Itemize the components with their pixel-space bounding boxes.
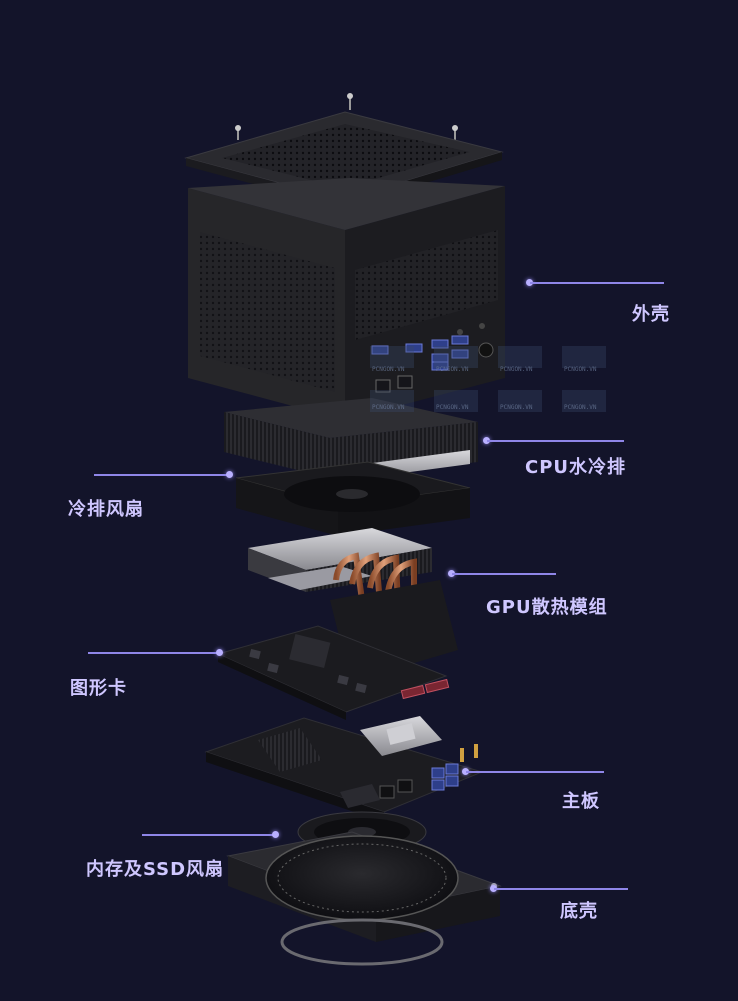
callout-dot-memory-ssd-fan (272, 831, 279, 838)
callout-dot-graphics-card (216, 649, 223, 656)
label-bottom-shell: 底壳 (560, 901, 598, 922)
callout-dot-cpu-radiator (483, 437, 490, 444)
label-cpu-radiator: CPU水冷排 (525, 457, 627, 478)
label-radiator-fan: 冷排风扇 (68, 499, 144, 520)
callout-line-memory-ssd-fan (142, 834, 276, 836)
callout-line-radiator-fan (94, 474, 230, 476)
watermark-text: PCNGON.VN (372, 404, 405, 411)
label-shell: 外壳 (632, 304, 670, 325)
label-gpu-cooler: GPU散热模组 (486, 597, 608, 618)
watermark-text: PCNGON.VN (564, 404, 597, 411)
graphics-card (216, 625, 450, 720)
motherboard (204, 716, 484, 822)
callout-dot-bottom-shell (490, 885, 497, 892)
watermark-text: PCNGON.VN (436, 404, 469, 411)
callout-dot-shell (526, 279, 533, 286)
callout-dot-radiator-fan (226, 471, 233, 478)
watermark-text: PCNGON.VN (564, 366, 597, 373)
label-motherboard: 主板 (562, 791, 600, 812)
label-memory-ssd-fan: 内存及SSD风扇 (86, 859, 225, 880)
watermark-text: PCNGON.VN (500, 404, 533, 411)
callout-dot-motherboard (462, 768, 469, 775)
watermark-tiles (370, 346, 606, 412)
label-graphics-card: 图形卡 (70, 678, 127, 699)
callout-line-gpu-cooler (452, 573, 556, 575)
watermark-text: PCNGON.VN (436, 366, 469, 373)
callout-line-graphics-card (88, 652, 220, 654)
callout-dot-gpu-cooler (448, 570, 455, 577)
callout-line-shell (530, 282, 664, 284)
callout-line-motherboard (466, 771, 604, 773)
watermark-text: PCNGON.VN (500, 366, 533, 373)
top-screws (235, 93, 458, 140)
watermark-text: PCNGON.VN (372, 366, 405, 373)
shell-case (188, 178, 505, 420)
callout-line-cpu-radiator (487, 440, 624, 442)
bottom-shell (226, 831, 502, 966)
callout-line-bottom-shell (494, 888, 628, 890)
radiator-fan (235, 461, 471, 536)
